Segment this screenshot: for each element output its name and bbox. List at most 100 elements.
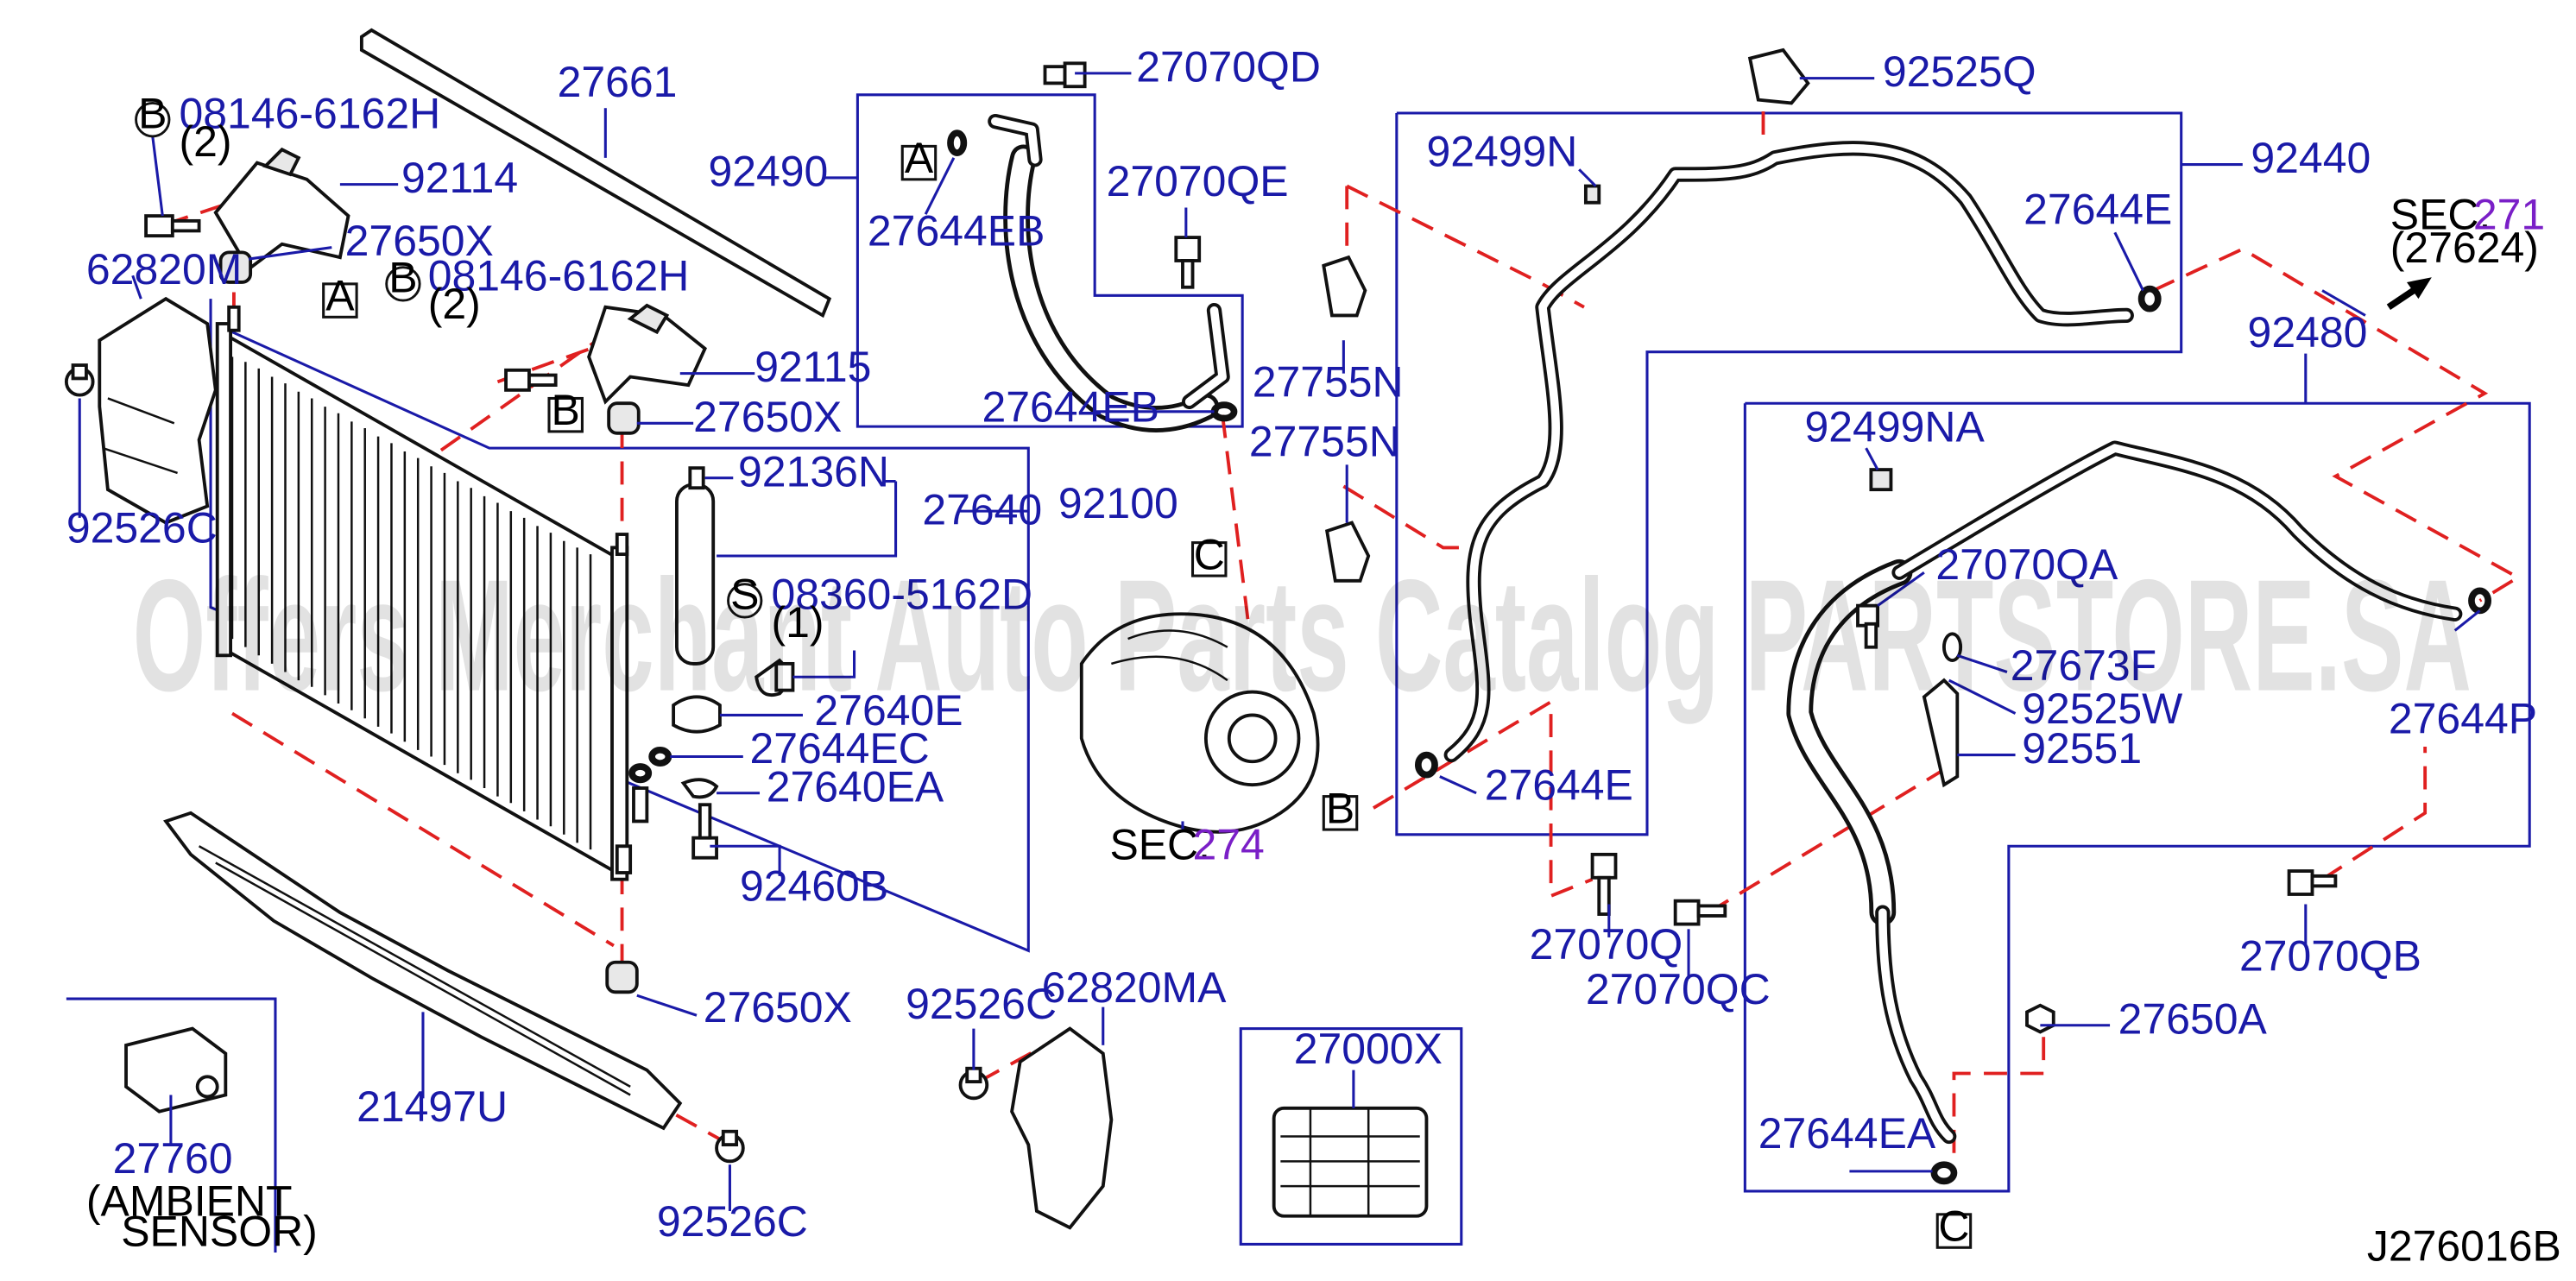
label-27644EA: 27644EA: [1758, 1109, 1936, 1158]
label-92114: 92114: [401, 154, 518, 202]
label-27650X-b: 27650X: [693, 393, 842, 441]
o-ring-27644E-a: [2137, 285, 2162, 312]
bolt-27070QD: [1043, 61, 1087, 89]
label-62820MA: 62820MA: [1042, 963, 1227, 1012]
guide: [1372, 698, 1594, 899]
o-ring-27644EB-a: [947, 129, 968, 156]
label-08146-a: 08146-6162H: [180, 89, 441, 137]
label-27644EC: 27644EC: [749, 724, 929, 773]
label-27000X: 27000X: [1294, 1025, 1443, 1073]
bolt-27070QB: [2287, 869, 2338, 896]
ref-box-A2: A: [322, 272, 358, 320]
label-27640: 27640: [922, 485, 1042, 533]
ref-box-C2-label: C: [1938, 1202, 1969, 1251]
sec-271-link[interactable]: 271: [2473, 190, 2545, 238]
ref-box-B2-label: B: [1326, 784, 1354, 832]
marker-b1: B: [135, 89, 171, 138]
mount-27650X-c: [605, 960, 639, 994]
label-08360: 08360-5162D: [771, 570, 1032, 618]
label-27644EB-b: 27644EB: [982, 382, 1159, 431]
ambient-note-2: SENSOR): [121, 1207, 318, 1255]
label-92100: 92100: [1058, 479, 1178, 527]
label-92526C-c: 92526C: [906, 980, 1057, 1028]
guide: [2320, 746, 2428, 881]
label-92115: 92115: [754, 343, 871, 391]
label-92525W: 92525W: [2022, 685, 2182, 733]
o-ring-27644EA: [1930, 1161, 1958, 1185]
hose-92490: [988, 113, 1230, 432]
label-27070Q: 27070Q: [1530, 920, 1683, 969]
ref-box-B1: B: [547, 386, 584, 434]
clip-27755N-b: [1324, 521, 1371, 583]
marker-s1: S: [727, 570, 763, 619]
label-92460B: 92460B: [740, 862, 888, 911]
compressor-sec-274: [1079, 612, 1320, 834]
group-frames: [66, 93, 2531, 1253]
ref-box-C2: C: [1935, 1202, 1973, 1251]
guide: [1708, 765, 1950, 914]
o-ring-27644E-b: [1414, 751, 1438, 779]
label-92526C-b: 92526C: [657, 1197, 808, 1246]
label-27661: 27661: [558, 58, 678, 106]
air-guide-62820MA: [1010, 1026, 1114, 1230]
marker-b2-label: B: [388, 253, 417, 301]
bracket-92115: [587, 303, 707, 405]
part-labels: 27661 92490 27070QD 27070QE 27644EB 2764…: [66, 42, 2561, 1270]
o-ring-27644EB-b: [1210, 401, 1238, 422]
bracket-92551: [1922, 678, 1960, 788]
label-27644P: 27644P: [2389, 695, 2537, 743]
label-27650X-c: 27650X: [704, 983, 852, 1032]
pipe-92440: [1443, 141, 2134, 763]
bolt-27070QA: [1856, 603, 1879, 649]
label-92499NA: 92499NA: [1805, 402, 1986, 451]
qty-c: (1): [771, 598, 824, 647]
bolt-27070QE: [1174, 236, 1202, 289]
ref-box-A1-label: A: [905, 134, 934, 182]
label-27650X-a: 27650X: [345, 217, 494, 265]
air-guide-62820M-ribs: [102, 397, 178, 475]
clip-92526C-c: [958, 1066, 989, 1101]
label-92551: 92551: [2022, 724, 2142, 773]
frame-92490-hose: [856, 93, 1244, 428]
clip-92525Q: [1747, 47, 1810, 105]
label-08146-b: 08146-6162H: [428, 252, 690, 300]
label-27070QD: 27070QD: [1136, 42, 1321, 91]
ref-box-C1-label: C: [1194, 530, 1225, 578]
label-27644E-b: 27644E: [1485, 760, 1633, 809]
ref-box-A2-label: A: [325, 272, 355, 320]
sec-274-link[interactable]: 274: [1193, 821, 1265, 869]
guide: [1952, 1037, 2046, 1162]
diagram-code: J276016B: [2367, 1222, 2561, 1271]
marker-b1-label: B: [138, 89, 167, 137]
ambient-note-1: (AMBIENT: [86, 1177, 293, 1226]
frame-ambient-sensor: [66, 997, 277, 1253]
cap-92499NA: [1869, 468, 1893, 492]
label-27070QB: 27070QB: [2239, 931, 2421, 980]
label-27070QE: 27070QE: [1107, 157, 1289, 205]
condenser-core: [215, 305, 649, 881]
clip-92526C-b: [715, 1129, 745, 1164]
label-27640E: 27640E: [814, 686, 963, 735]
o-ring-27644EC-a: [648, 746, 672, 767]
ref-box-C1: C: [1190, 530, 1228, 578]
label-92480: 92480: [2248, 308, 2368, 357]
bracket-92114: [213, 147, 350, 272]
frame-92100-condenser: [209, 299, 1030, 953]
leader-lines: [78, 72, 2481, 1211]
label-27755N-b: 27755N: [1249, 418, 1400, 466]
circle-markers: B B S: [135, 89, 763, 619]
label-27070QC: 27070QC: [1586, 965, 1771, 1013]
sec-274-word: SEC.: [1109, 821, 1210, 869]
label-92526C-a: 92526C: [66, 504, 218, 552]
o-ring-27644EC-b: [628, 763, 653, 784]
guide: [1342, 484, 1477, 550]
o-rings: [628, 129, 2492, 1185]
seal-strip-27661: [359, 28, 832, 319]
label-62820M: 62820M: [86, 245, 242, 293]
guide: [1221, 414, 1254, 656]
clamp-27640EA: [680, 778, 719, 799]
frame-92440-pipe: [1395, 111, 2183, 836]
ref-box-B2: B: [1322, 784, 1359, 832]
marker-s1-label: S: [730, 570, 759, 618]
